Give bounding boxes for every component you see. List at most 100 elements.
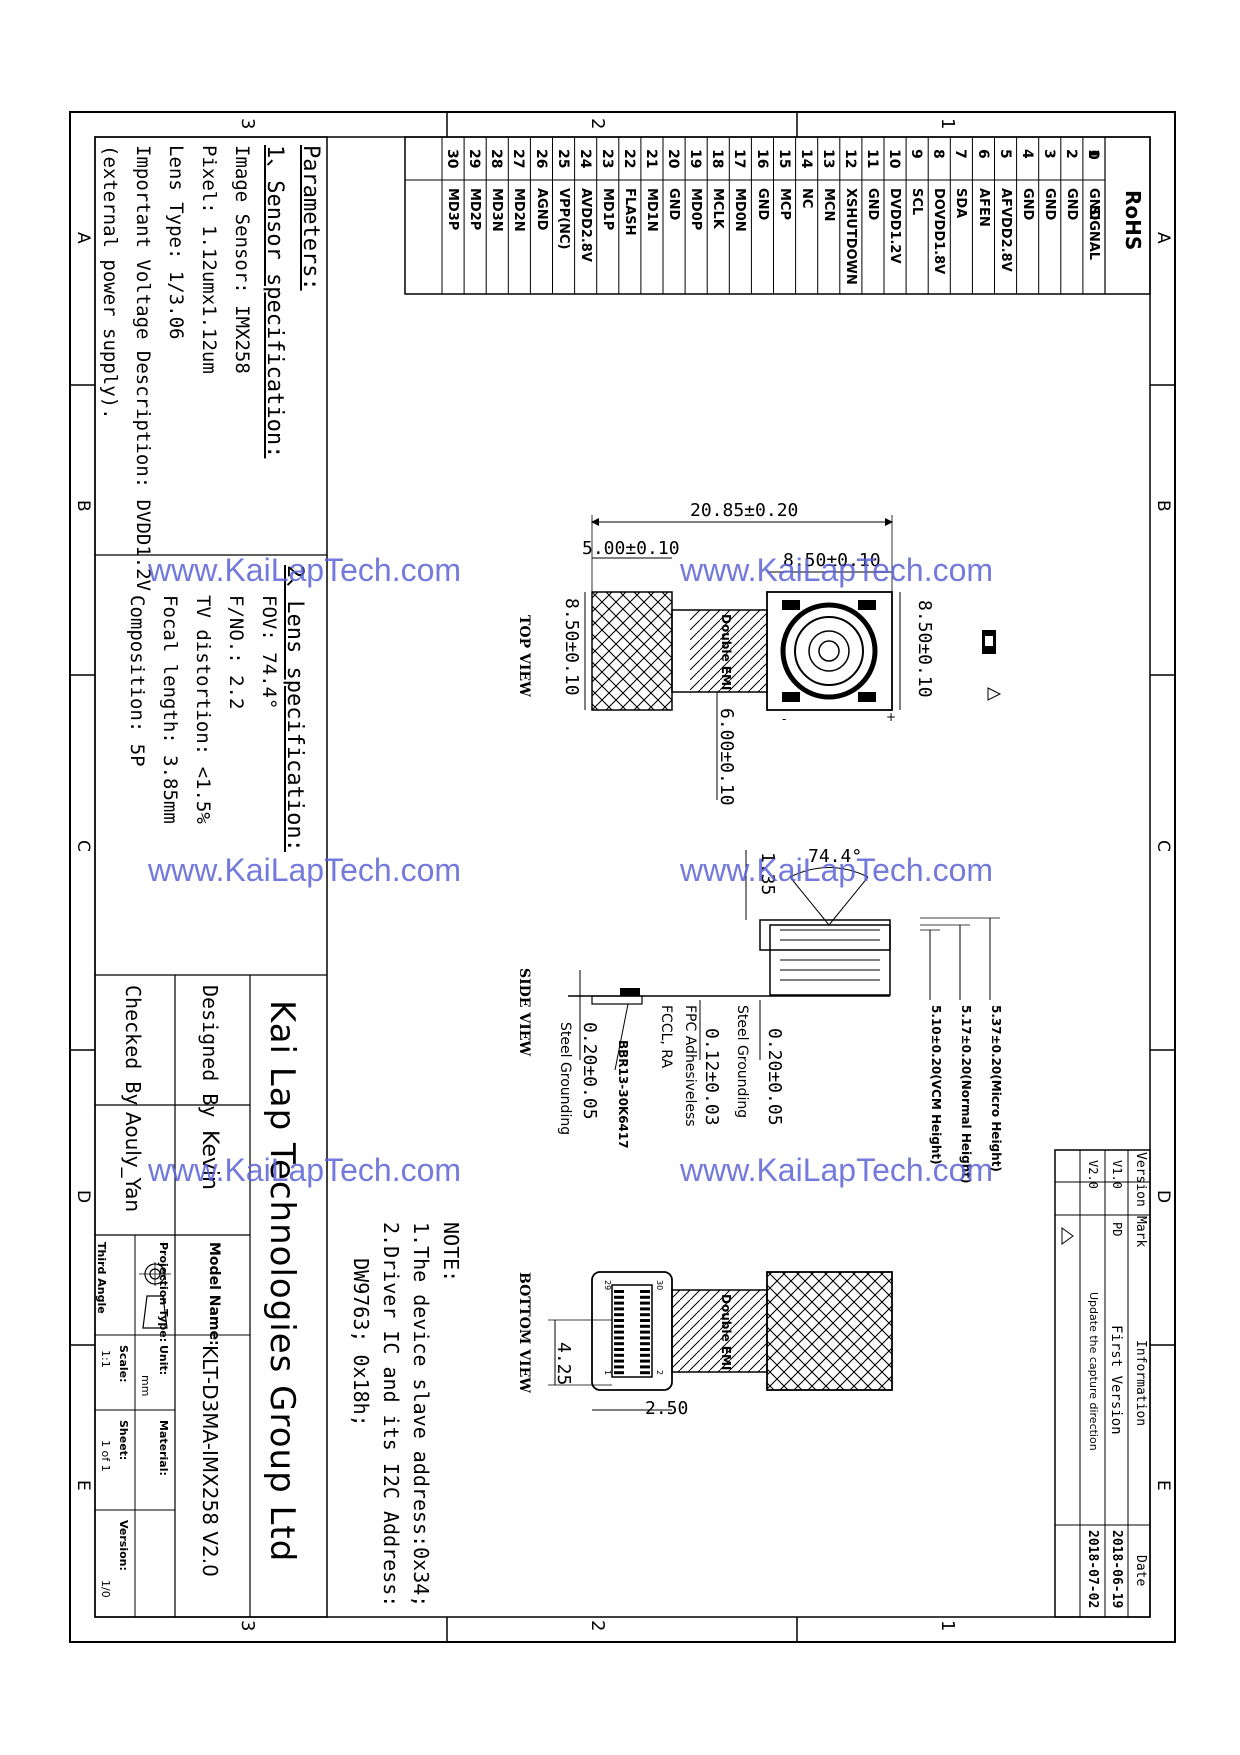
- sheet-label: Sheet:: [117, 1420, 130, 1461]
- pin-number: 19: [687, 149, 704, 169]
- pin-signal: MCP: [776, 188, 792, 221]
- dim-fpc-width: 6.00±0.10: [716, 708, 737, 806]
- pin-number: 25: [554, 149, 571, 169]
- dim-bottom-width: 2.50: [645, 1398, 689, 1419]
- dim-module-width: 8.50±0.10: [783, 550, 881, 571]
- connector-pin: [640, 1313, 650, 1317]
- pin-signal: MD1P: [599, 188, 615, 231]
- pin-signal: AFVDD2.8V: [997, 188, 1013, 272]
- rev-header-mark: Mark: [1133, 1216, 1148, 1248]
- sensor-line-2: Pixel: 1.12umx1.12um: [198, 145, 220, 374]
- connector-pin: [640, 1324, 650, 1328]
- sensor-line-4: Important Voltage Description: DVDD1.2V: [132, 145, 154, 592]
- company-name: Kai Lap Technologies Group Ltd: [262, 1000, 302, 1563]
- sensor-line-5: (external power supply).: [99, 145, 121, 420]
- connector-pin: [640, 1348, 650, 1351]
- checked-by-label: Checked By: [121, 985, 145, 1106]
- rev-1-date: 2018-06-19: [1109, 1530, 1124, 1609]
- connector-pin: [614, 1336, 624, 1340]
- fpc-adhesiveless: FPC Adhesiveless: [682, 1005, 698, 1127]
- rev-header-version: Version: [1133, 1152, 1148, 1207]
- dim-total-length: 20.85±0.20: [690, 500, 799, 521]
- rev-2-date: 2018-07-02: [1085, 1530, 1100, 1609]
- pin-number: 10: [886, 149, 903, 169]
- pin-number: 21: [643, 149, 659, 169]
- sensor-spec-title: 1、Sensor specification:: [262, 145, 287, 459]
- pin-signal: MD3P: [445, 188, 461, 231]
- scale-label: Scale:: [117, 1345, 130, 1383]
- connector-pin: [614, 1342, 624, 1346]
- zone-D-right: D: [1153, 1190, 1173, 1204]
- note-line-3: DW9763; 0x18h;: [349, 1222, 373, 1427]
- connector-pin: [614, 1290, 624, 1293]
- connector-pin: [640, 1307, 650, 1311]
- pin-number: 14: [797, 149, 814, 169]
- zone-E-left: E: [73, 1480, 93, 1491]
- double-emi-bottom: Double EMI: [719, 1294, 733, 1371]
- pin-signal: XSHUTDOWN: [842, 188, 858, 285]
- pin-number: 30: [444, 149, 461, 169]
- connector-pin: [614, 1324, 624, 1328]
- pin-signal: FLASH: [621, 188, 637, 236]
- zone-B-left: B: [73, 500, 93, 512]
- pin-number: 23: [598, 149, 615, 169]
- zone-2-top: 2: [587, 118, 608, 130]
- pin-signal: GND: [1063, 188, 1079, 221]
- connector-pin: [614, 1371, 624, 1375]
- connector-pin: [614, 1365, 624, 1369]
- dim-module-height: 8.50±0.10: [914, 600, 935, 698]
- connector-pin: [614, 1319, 624, 1322]
- pin-label-1: 1: [603, 1370, 612, 1376]
- dim-micro-height: 5.37±0.20(Micro Height): [989, 1005, 1003, 1172]
- lens-line-1: FOV: 74.4°: [258, 595, 280, 710]
- pin-number: 22: [620, 149, 637, 169]
- connector-pin: [640, 1342, 650, 1346]
- note-title: NOTE:: [439, 1222, 463, 1283]
- rev-1-mark: PD: [1110, 1222, 1124, 1237]
- pin-number: 11: [864, 149, 880, 169]
- checked-by-value: Aouly_Yan: [121, 1112, 145, 1213]
- connector-pin: [614, 1353, 624, 1357]
- plus-mark: +: [886, 710, 897, 724]
- lens-line-2: F/NO.: 2.2: [225, 595, 247, 710]
- pin-number: 28: [488, 149, 505, 169]
- fccl-ra: FCCL, RA: [658, 1005, 674, 1069]
- watermark-3: www.KaiLapTech.com: [148, 852, 462, 888]
- scale-value: 1:1: [99, 1350, 112, 1368]
- watermark-6: www.KaiLapTech.com: [680, 1152, 994, 1188]
- connector-pin: [640, 1359, 650, 1363]
- pin-signal: NC: [798, 188, 814, 209]
- pin-signal: MD0P: [688, 188, 704, 231]
- projection-type-value: Third Angle: [95, 1242, 108, 1314]
- pin-number: 29: [466, 149, 483, 169]
- rev-header-information: Information: [1133, 1340, 1148, 1427]
- connector-pin: [614, 1313, 624, 1317]
- watermark-1: www.KaiLapTech.com: [148, 552, 462, 588]
- connector-pin: [640, 1295, 650, 1299]
- connector-pin: [640, 1353, 650, 1357]
- connector-pin: [640, 1290, 650, 1293]
- note-line-1: 1.The device slave address:0x34;: [409, 1222, 433, 1608]
- steel-grounding-2: Steel Grounding: [557, 1022, 573, 1136]
- watermark-2: www.KaiLapTech.com: [680, 552, 994, 588]
- zone-1-top: 1: [937, 118, 958, 130]
- pin-signal: GND: [1041, 188, 1057, 221]
- connector-pin: [640, 1301, 650, 1305]
- rohs-title: RoHS: [1121, 190, 1145, 251]
- rev-1-version: V1.0: [1110, 1160, 1124, 1189]
- pin-number: 12: [841, 149, 858, 169]
- watermark-5: www.KaiLapTech.com: [148, 1152, 462, 1188]
- pin-signal: GND: [666, 188, 682, 221]
- lens-spec-title: 2、Lens specification:: [282, 565, 307, 852]
- pin-number: 2: [1062, 149, 1079, 159]
- pin-signal: DVDD1.2V: [887, 188, 903, 264]
- zone-D-left: D: [73, 1190, 93, 1204]
- steel-grounding-1: Steel Grounding: [734, 1005, 750, 1119]
- pin-signal: MCN: [820, 188, 836, 222]
- pin-signal: MD3N: [489, 188, 505, 232]
- note-line-2: 2.Driver IC and its I2C Address:: [379, 1222, 403, 1608]
- rev-1-info: First Version: [1108, 1325, 1124, 1435]
- pin-signal: MD0N: [732, 188, 748, 232]
